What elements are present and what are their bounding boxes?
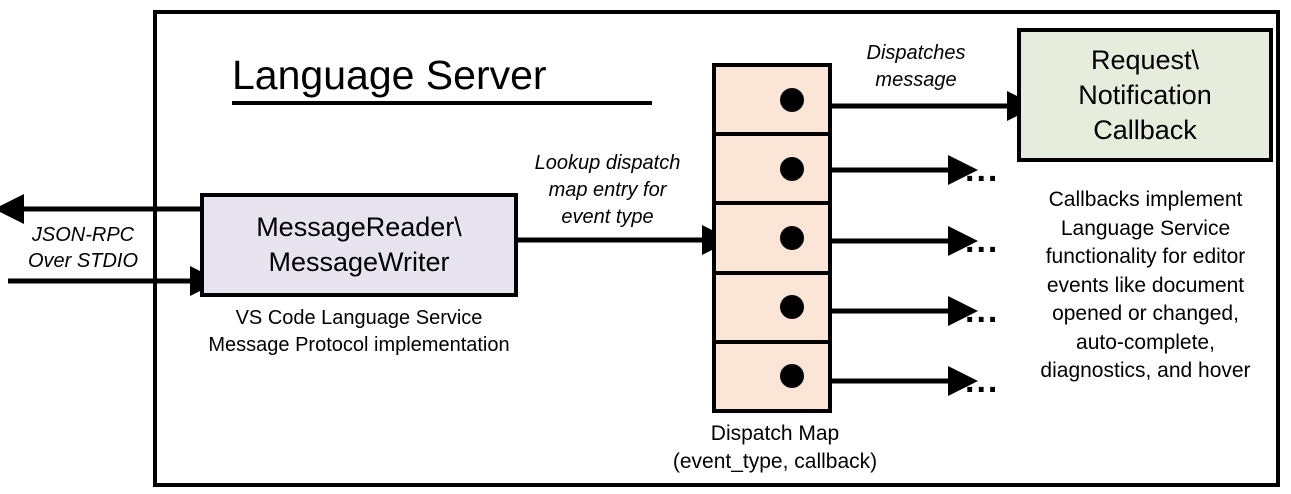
- jsonrpc-label-line1: JSON-RPC: [31, 224, 135, 246]
- dispatches-label-line1: Dispatches: [866, 42, 966, 64]
- dispatch-map-cell-2[interactable]: [716, 136, 828, 206]
- lookup-dispatch-label: Lookup dispatch map entry for event type: [510, 150, 705, 231]
- jsonrpc-transport-label: JSON-RPC Over STDIO: [8, 222, 158, 274]
- request-notification-callback-box[interactable]: Request\ Notification Callback: [1017, 28, 1273, 162]
- callback-line1: Request\: [1090, 44, 1200, 75]
- ellipsis-3: ...: [965, 292, 1000, 330]
- dispatches-message-label: Dispatches message: [836, 40, 996, 94]
- entry-dot-icon: [780, 364, 804, 389]
- dispatch-map-cell-3[interactable]: [716, 205, 828, 275]
- callback-line2: Notification: [1078, 79, 1212, 110]
- page-title-wrapper: Language Server: [232, 50, 652, 105]
- dispatch-map-cell-5[interactable]: [716, 344, 828, 409]
- callback-caption-line2: Language Service: [1060, 216, 1231, 240]
- dispatch-map-caption: Dispatch Map (event_type, callback): [650, 420, 900, 476]
- message-reader-writer-box[interactable]: MessageReader\ MessageWriter: [200, 193, 518, 297]
- dispatch-map-cell-1[interactable]: [716, 67, 828, 137]
- message-io-caption-line1: VS Code Language Service: [235, 307, 483, 329]
- entry-dot-icon: [780, 87, 804, 112]
- callback-caption-line4: events like document: [1046, 273, 1245, 297]
- callback-line3: Callback: [1093, 114, 1197, 145]
- entry-dot-icon: [780, 295, 804, 320]
- dispatch-map-table[interactable]: [712, 63, 832, 413]
- callback-caption-line7: diagnostics, and hover: [1040, 359, 1251, 382]
- entry-dot-icon: [780, 156, 804, 181]
- lookup-label-line1: Lookup dispatch: [534, 152, 681, 174]
- message-io-caption-line2: Message Protocol implementation: [208, 334, 510, 356]
- callback-caption-line6: auto-complete,: [1076, 330, 1215, 354]
- dispatch-map-cell-4[interactable]: [716, 275, 828, 344]
- dispatch-map-caption-line2: (event_type, callback): [672, 450, 878, 473]
- entry-dot-icon: [780, 226, 804, 250]
- jsonrpc-label-line2: Over STDIO: [27, 250, 138, 272]
- dispatch-map-caption-line1: Dispatch Map: [710, 422, 840, 445]
- ellipsis-4: ...: [965, 362, 1000, 400]
- page-title: Language Server: [232, 50, 652, 105]
- message-io-line1: MessageReader\: [256, 212, 462, 242]
- dispatches-label-line2: message: [875, 69, 957, 91]
- message-io-caption: VS Code Language Service Message Protoco…: [200, 305, 518, 359]
- callback-caption-line5: opened or changed,: [1052, 302, 1239, 325]
- callback-caption-line3: functionality for editor: [1045, 245, 1246, 268]
- lookup-label-line2: map entry for: [548, 179, 667, 201]
- ellipsis-2: ...: [965, 222, 1000, 260]
- callback-caption-line1: Callbacks implement: [1048, 188, 1243, 211]
- ellipsis-1: ...: [965, 151, 1000, 189]
- lookup-label-line3: event type: [561, 206, 654, 228]
- message-io-line2: MessageWriter: [268, 247, 450, 277]
- language-server-boundary: [153, 10, 1280, 487]
- callback-caption: Callbacks implement Language Service fun…: [1008, 186, 1283, 386]
